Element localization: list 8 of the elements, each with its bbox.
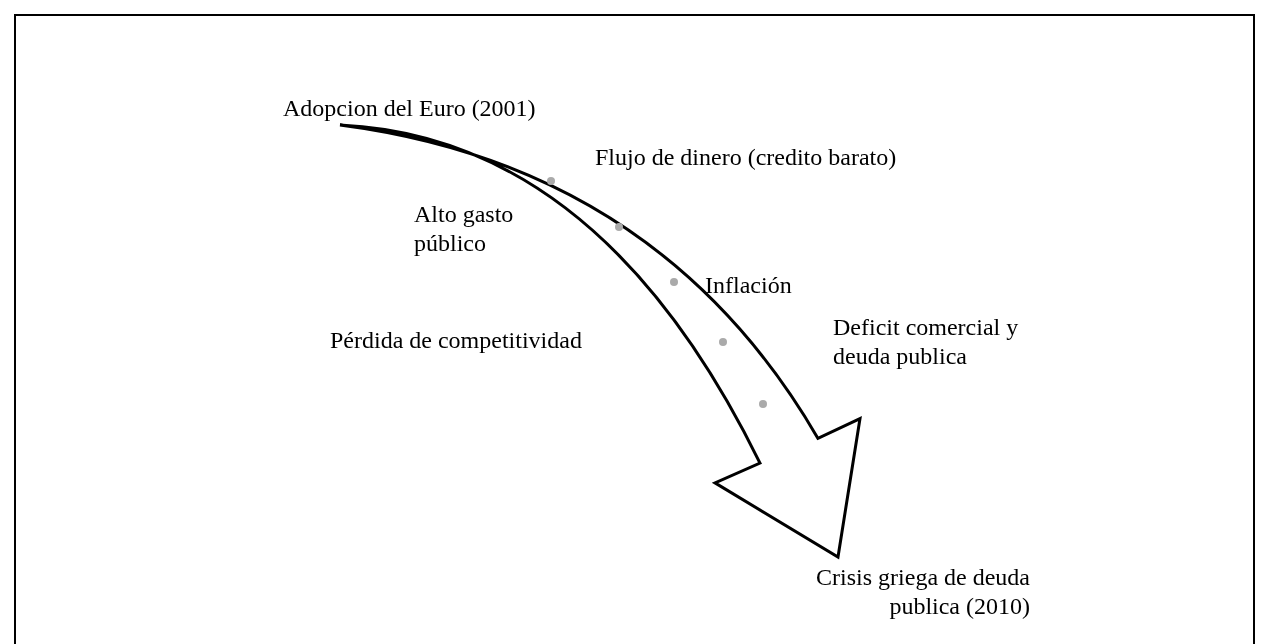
node-label: Crisis griega de deuda publica (2010): [770, 563, 1030, 621]
curved-block-arrow: [338, 123, 862, 559]
arrow-annotation: Pérdida de competitividad: [330, 326, 583, 355]
arrow-annotation: Alto gasto público: [414, 200, 515, 258]
arrow-annotation: Deficit comercial y deuda publica: [833, 313, 1020, 371]
node-label: Adopcion del Euro (2001): [283, 94, 543, 123]
arrow-annotation: Inflación: [705, 271, 793, 300]
arrow-annotation: Flujo de dinero (credito barato): [595, 143, 898, 172]
